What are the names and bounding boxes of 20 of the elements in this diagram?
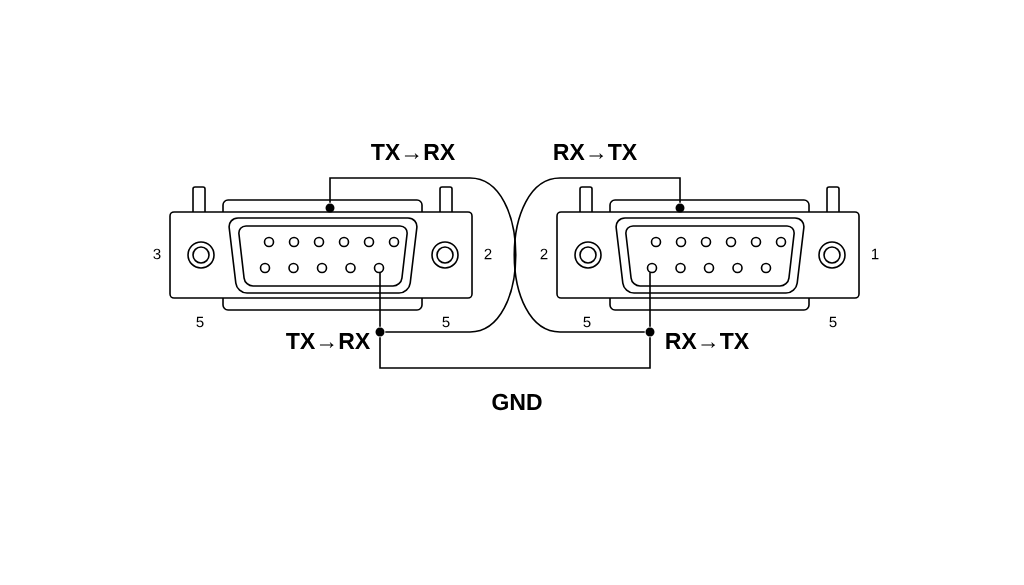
- pin-number: 5: [583, 316, 591, 328]
- pin-number: 5: [196, 316, 204, 328]
- signal-label: TX→RX: [371, 144, 455, 160]
- wire: [379, 336, 651, 369]
- signal-label: RX→TX: [666, 333, 749, 349]
- pin-number: 5: [442, 316, 450, 328]
- connector-drawing: [556, 186, 860, 311]
- signal-label: RX→TX: [554, 144, 637, 160]
- connector-drawing: [169, 186, 473, 311]
- wire: [649, 271, 651, 328]
- pin-number: 3: [153, 248, 161, 260]
- wire: [379, 271, 381, 328]
- pin-number: 1: [872, 248, 879, 260]
- wire: [329, 177, 517, 333]
- pin-number: 2: [484, 248, 492, 260]
- pin-number: 2: [540, 248, 548, 260]
- signal-label: GND: [492, 393, 542, 411]
- signal-label: TX→RX: [286, 333, 370, 349]
- wire: [513, 177, 681, 333]
- pin-number: 5: [829, 316, 837, 328]
